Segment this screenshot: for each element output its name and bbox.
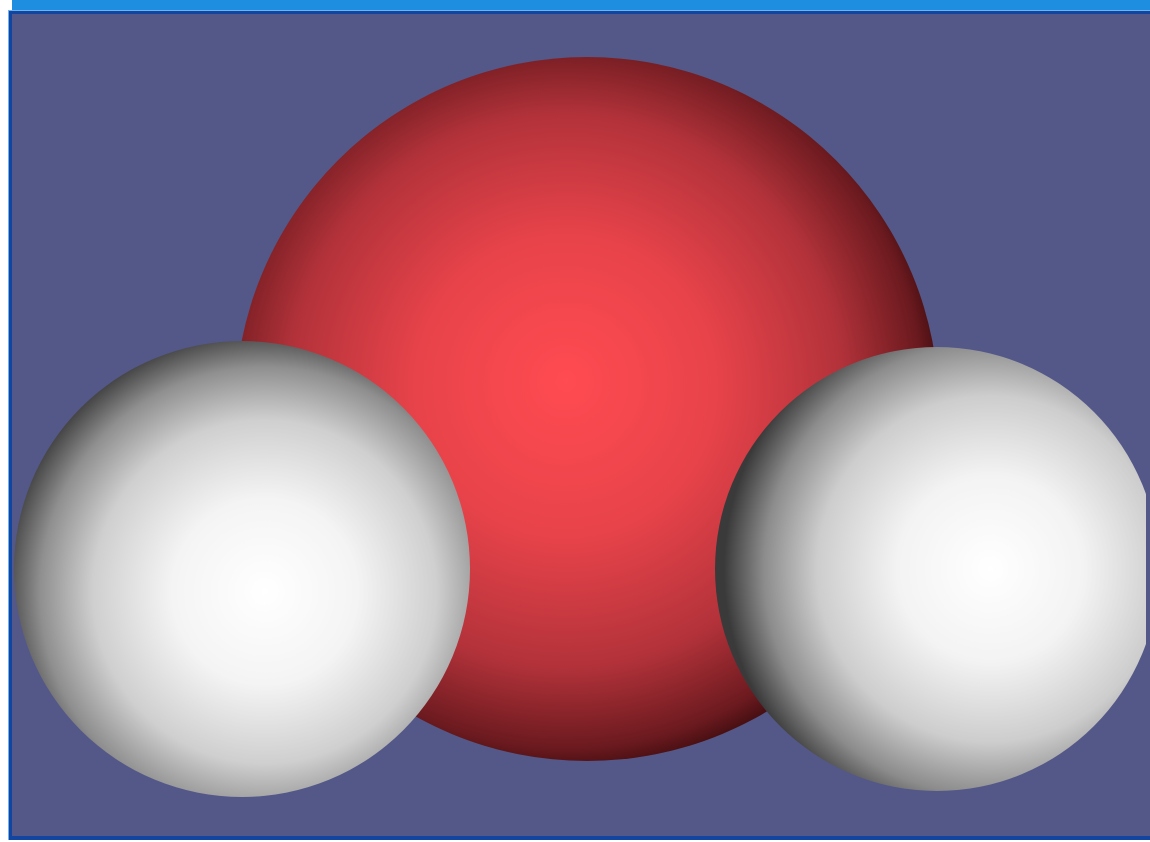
hydrogen-atom-left [14,341,470,797]
molecule-viewport[interactable] [8,10,1150,840]
hydrogen-atom-right [715,347,1146,791]
water-molecule-render [14,57,1146,797]
